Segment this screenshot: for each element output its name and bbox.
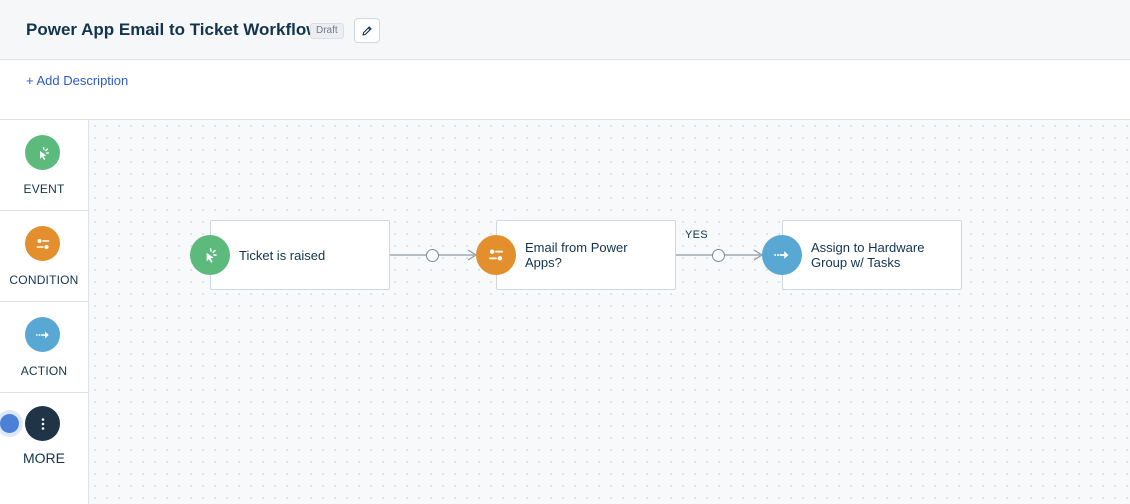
connector-add-point[interactable] xyxy=(426,249,439,262)
event-cursor-icon xyxy=(25,135,60,170)
workflow-node-condition[interactable]: Email from Power Apps? xyxy=(496,220,676,290)
palette-item-event[interactable]: EVENT xyxy=(0,120,88,211)
palette-label-action: ACTION xyxy=(20,364,68,378)
pencil-icon xyxy=(362,25,372,36)
event-cursor-icon xyxy=(190,235,230,275)
workflow-canvas[interactable] xyxy=(89,120,1130,504)
help-beacon[interactable] xyxy=(0,414,19,433)
palette-label-more: MORE xyxy=(23,450,65,466)
condition-sliders-icon xyxy=(25,226,60,261)
node-label: Assign to Hardware Group w/ Tasks xyxy=(811,240,925,270)
add-description-link[interactable]: + Add Description xyxy=(26,73,129,88)
workflow-header: Power App Email to Ticket Workflow Draft xyxy=(0,0,1130,60)
palette-label-condition: CONDITION xyxy=(9,273,79,287)
workflow-node-event[interactable]: Ticket is raised xyxy=(210,220,390,290)
node-label: Email from Power Apps? xyxy=(525,240,628,270)
action-arrow-icon xyxy=(25,317,60,352)
connector-add-point[interactable] xyxy=(712,249,725,262)
palette-item-condition[interactable]: CONDITION xyxy=(0,211,88,302)
node-palette: EVENT CONDITION ACTION xyxy=(0,120,89,504)
condition-sliders-icon xyxy=(476,235,516,275)
page-title: Power App Email to Ticket Workflow xyxy=(26,20,320,39)
edit-title-button[interactable] xyxy=(354,18,380,43)
palette-item-more[interactable]: MORE xyxy=(0,393,88,504)
palette-label-event: EVENT xyxy=(23,182,65,196)
status-badge: Draft xyxy=(310,23,344,39)
description-bar: + Add Description xyxy=(0,60,1130,120)
palette-item-action[interactable]: ACTION xyxy=(0,302,88,393)
node-label: Ticket is raised xyxy=(239,248,326,263)
workflow-node-action[interactable]: Assign to Hardware Group w/ Tasks xyxy=(782,220,962,290)
action-arrow-icon xyxy=(762,235,802,275)
more-options-icon[interactable] xyxy=(25,406,60,441)
branch-label-yes: YES xyxy=(685,229,708,241)
